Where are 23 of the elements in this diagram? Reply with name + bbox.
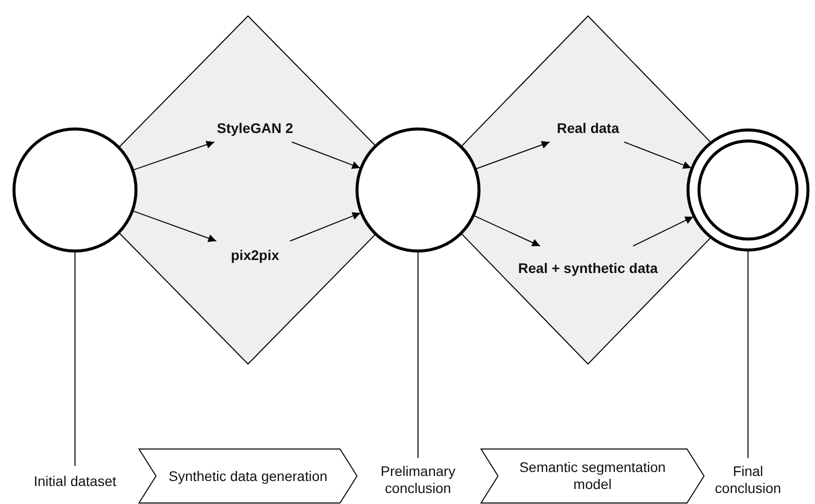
chevron-step	[138, 448, 358, 504]
step-label: Synthetic data generation	[168, 468, 328, 484]
arrow	[290, 212, 361, 242]
stage-label: Prelimanary conclusion	[365, 460, 471, 500]
arrow	[624, 142, 692, 169]
leader-line	[74, 252, 76, 466]
method-label: Real data	[538, 116, 638, 140]
double-circle	[686, 127, 810, 253]
method-label: StyleGAN 2	[200, 116, 310, 140]
circle-node	[355, 127, 481, 253]
stage-label: Initial dataset	[15, 468, 135, 494]
method-label: Real + synthetic data	[518, 248, 658, 288]
arrow	[132, 210, 217, 242]
chevron-step	[480, 448, 705, 504]
arrow	[291, 142, 361, 169]
step-label: Semantic segmentation model	[518, 459, 667, 493]
circle-node	[12, 127, 138, 253]
stage-label: Final conclusion	[706, 460, 790, 500]
arrow	[476, 140, 550, 170]
arrow	[474, 215, 541, 246]
arrow	[632, 216, 694, 246]
method-label: pix2pix	[210, 243, 300, 267]
arrow	[133, 140, 215, 170]
